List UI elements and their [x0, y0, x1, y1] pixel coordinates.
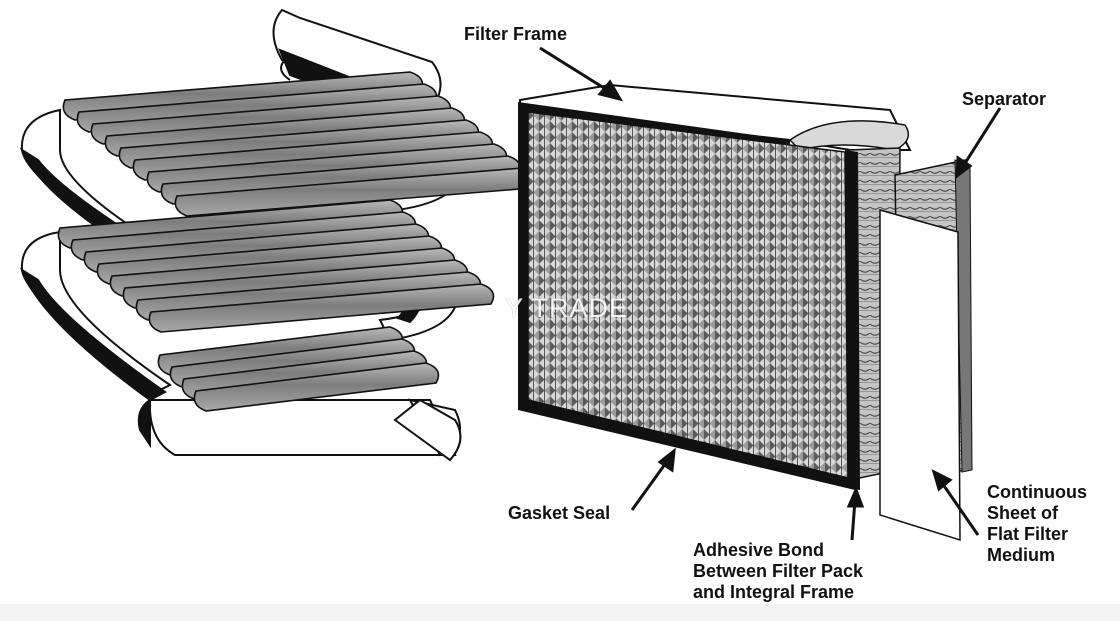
arrow-filter-frame: [539, 46, 624, 102]
label-adhesive-bond: Adhesive Bond Between Filter Pack and In…: [693, 540, 863, 603]
arrow-adhesive-bond: [846, 486, 865, 541]
label-adhesive-bond-line-1: Adhesive Bond: [693, 540, 825, 560]
label-continuous-sheet-line-2: Sheet of: [987, 503, 1059, 523]
label-continuous-sheet-line-4: Medium: [987, 545, 1056, 565]
arrow-gasket-seal: [630, 447, 676, 511]
arrow-separator: [955, 107, 1002, 180]
bottom-strip: [0, 604, 1120, 621]
label-adhesive-bond-line-3: and Integral Frame: [693, 582, 855, 602]
continuous-flat-sheet: [879, 209, 961, 542]
label-continuous-sheet-line-1: Continuous: [987, 482, 1087, 502]
separator-ribs-left: [57, 71, 536, 412]
label-gasket-seal: Gasket Seal: [508, 503, 611, 523]
callout-arrows: [539, 46, 1002, 541]
label-continuous-sheet: Continuous Sheet of Flat Filter Medium: [987, 482, 1087, 566]
label-adhesive-bond-line-2: Between Filter Pack: [693, 561, 864, 581]
arrow-continuous-sheet: [931, 469, 980, 536]
label-filter-frame: Filter Frame: [464, 24, 568, 44]
label-separator: Separator: [962, 89, 1047, 109]
watermark: Y TRADE: [505, 293, 629, 323]
separator-rib: [148, 283, 495, 333]
label-continuous-sheet-line-3: Flat Filter: [987, 524, 1069, 544]
filter-assembly: [518, 83, 912, 490]
separator-rib: [193, 362, 440, 412]
